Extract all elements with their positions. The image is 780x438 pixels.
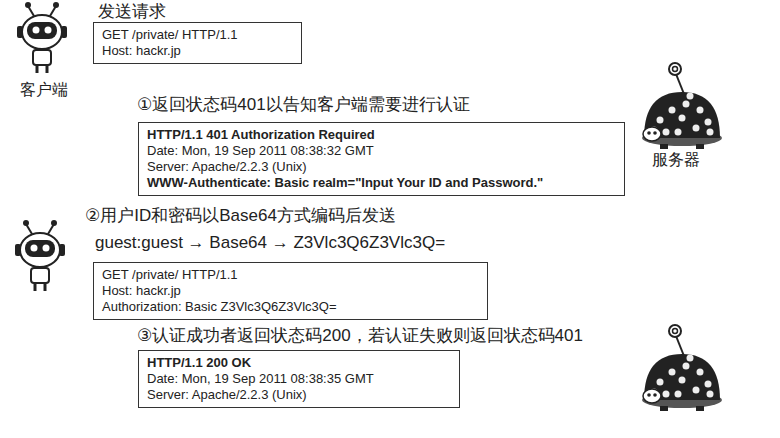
http-message-box: ①返回状态码401以告知客户端需要进行认证HTTP/1.1 401 Author… [138, 122, 625, 196]
actor-label: 服务器 [652, 150, 700, 170]
header-line: Server: Apache/2.2.3 (Unix) [147, 159, 616, 175]
step-heading: ③认证成功者返回状态码200，若认证失败则返回状态码401 [137, 326, 583, 346]
step-heading: 发送请求 [98, 2, 166, 22]
header-line: HTTP/1.1 200 OK [147, 355, 451, 371]
server-icon [642, 63, 722, 149]
header-line: Date: Mon, 19 Sep 2011 08:38:35 GMT [147, 371, 451, 387]
client-robot [17, 2, 67, 73]
http-message-box: 发送请求GET /private/ HTTP/1.1Host: hackr.jp [93, 22, 302, 64]
header-line: Host: hackr.jp [102, 283, 479, 299]
step-heading: ①返回状态码401以告知客户端需要进行认证 [137, 95, 470, 115]
header-line: Date: Mon, 19 Sep 2011 08:38:32 GMT [147, 143, 616, 159]
step-heading: guest:guest → Base64 → Z3Vlc3Q6Z3Vlc3Q= [95, 233, 445, 253]
header-line: Host: hackr.jp [102, 43, 293, 59]
actor-label: 客户端 [20, 80, 68, 100]
http-message-box: ②用户ID和密码以Base64方式编码后发送guest:guest → Base… [93, 262, 488, 320]
server-icon [642, 325, 722, 411]
header-line: WWW-Authenticate: Basic realm="Input You… [147, 175, 616, 191]
header-line: GET /private/ HTTP/1.1 [102, 27, 293, 43]
step-heading: ②用户ID和密码以Base64方式编码后发送 [85, 206, 396, 226]
header-line: HTTP/1.1 401 Authorization Required [147, 127, 616, 143]
header-line: Server: Apache/2.2.3 (Unix) [147, 387, 451, 403]
client-robot [15, 220, 65, 291]
header-line: GET /private/ HTTP/1.1 [102, 267, 479, 283]
http-message-box: ③认证成功者返回状态码200，若认证失败则返回状态码401HTTP/1.1 20… [138, 350, 460, 408]
header-line: Authorization: Basic Z3Vlc3Q6Z3Vlc3Q= [102, 299, 479, 315]
